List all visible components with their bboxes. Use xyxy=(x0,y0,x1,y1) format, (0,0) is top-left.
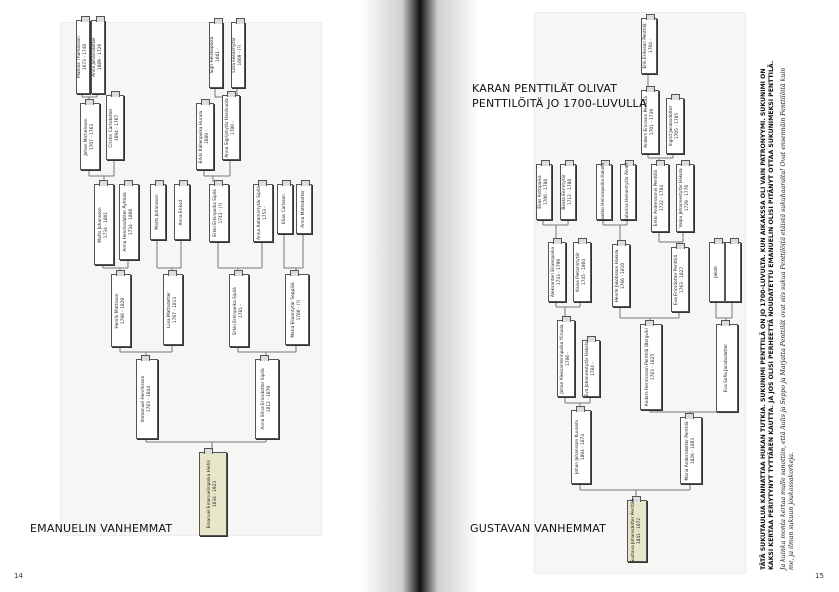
left-page xyxy=(60,0,421,592)
left-page-number: 14 xyxy=(14,572,23,580)
person-card: Jaakko Heinonpoika Hakola xyxy=(596,160,612,221)
person-card: Eva Sofia Jacobsdotter xyxy=(716,320,738,412)
person-card: Anna Eriksd. xyxy=(174,180,190,240)
side-text-italic: Ja kuinka monta kertaa mulle sanottiin, … xyxy=(780,67,795,570)
person-card: Anna Mattsdotter xyxy=(296,180,312,234)
person-card xyxy=(725,238,741,302)
page-gutter xyxy=(360,0,480,592)
right-page-number: 15 xyxy=(815,572,824,580)
left-page-heading: EMANUELIN VANHEMMAT xyxy=(30,522,173,535)
person-card: Anders Henricsson Penttilä (Bergvik)1783… xyxy=(640,320,662,410)
right-page-heading: GUSTAVAN VANHEMMAT xyxy=(470,522,607,535)
person-card: Jakob xyxy=(709,238,725,302)
person-card: Katarina Heinontytär Alvari xyxy=(620,160,636,221)
left-tree-background xyxy=(60,22,322,536)
person-card: Elias Carlsson xyxy=(277,180,293,234)
person-card: Matts Johansson xyxy=(150,180,166,240)
right-page-title-line2: PENTTILÖITÄ JO 1700-LUVULLA xyxy=(472,97,647,110)
right-page-title-line1: KARAN PENTTILÄT OLIVAT xyxy=(472,82,618,95)
right-page-side-text: TÄTÄ SUKUTAULUA KANNATTAA HUKAN TUTKIA. … xyxy=(760,60,796,570)
side-text-caps: TÄTÄ SUKUTAULUA KANNATTAA HUKAN TUTKIA. … xyxy=(760,60,775,570)
